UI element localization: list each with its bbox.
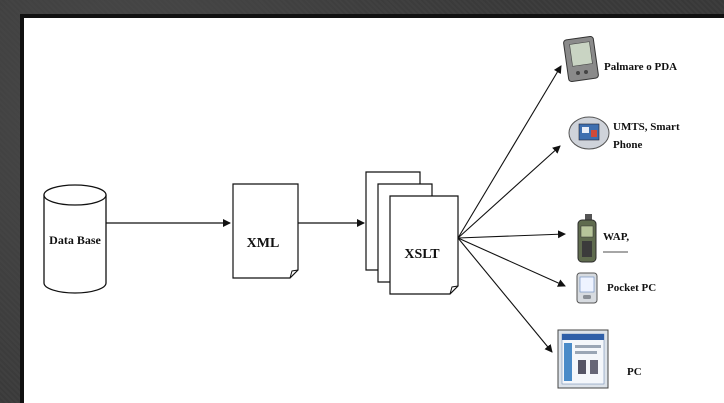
xslt-label: XSLT [404, 247, 440, 262]
arrow-to-pc [457, 237, 553, 353]
database-label: Data Base [49, 233, 101, 247]
pocket-pc-icon [576, 272, 598, 304]
pocket-pc-label: Pocket PC [607, 282, 656, 294]
arrow-to-smartphone [457, 145, 561, 239]
database-cylinder: Data Base [43, 184, 107, 294]
mobile-phone-icon [577, 214, 597, 263]
pda-icon [563, 36, 599, 82]
pc-monitor-icon [557, 329, 609, 389]
wap-label: WAP, [603, 231, 629, 243]
arrow-to-pocket-pc [457, 237, 566, 287]
arrow-to-pda [457, 65, 562, 239]
xml-label: XML [247, 236, 280, 251]
pda-label: Palmare o PDA [604, 61, 677, 73]
fan-out-arrows [457, 65, 566, 353]
smartphone-label-line1: UMTS, Smart [613, 121, 680, 133]
pc-label: PC [627, 366, 642, 378]
smartphone-icon [568, 116, 610, 150]
smartphone-label-line2: Phone [613, 139, 642, 151]
xslt-document-stack: XSLT [365, 171, 459, 295]
xml-document: XML [232, 183, 299, 279]
arrow-to-wap [457, 230, 566, 239]
